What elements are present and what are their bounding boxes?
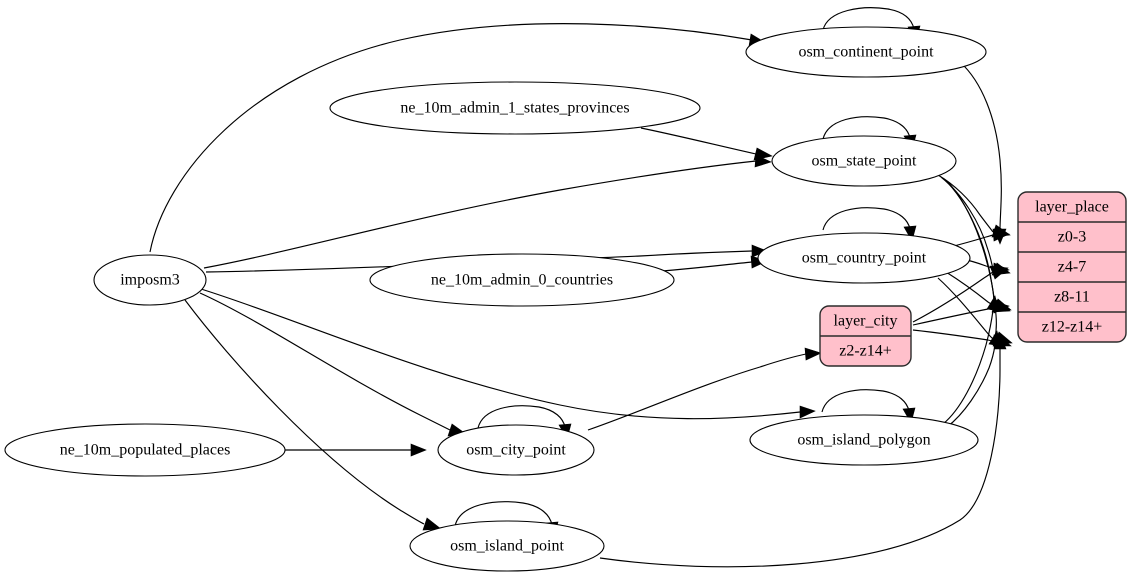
edge-imposm3-to-osm_continent_point bbox=[149, 23, 753, 253]
self-loop-osm_island_point bbox=[454, 501, 553, 527]
record-row-layer_city-0[interactable]: z2-z14+ bbox=[839, 343, 892, 360]
edge-layer_city-to-layer_place-z12-z14 bbox=[912, 329, 995, 342]
edge-layer bbox=[149, 7, 1013, 568]
edge-osm_island_point-to-layer_place-z12-z14 bbox=[599, 348, 1001, 568]
node-shape-ellipse[interactable] bbox=[749, 414, 979, 466]
edge-osm_country_point-to-layer_place-z0-3 bbox=[949, 234, 995, 248]
node-osm_city_point[interactable]: osm_city_point bbox=[437, 424, 595, 476]
record-row-layer_place-0[interactable]: z0-3 bbox=[1058, 229, 1086, 246]
arrowhead-icon bbox=[986, 295, 1000, 312]
self-loop-osm_island_polygon bbox=[821, 389, 910, 413]
node-label-ne-admin1: ne_10m_admin_1_states_provinces bbox=[400, 100, 629, 117]
node-label-osm-country-point: osm_country_point bbox=[802, 250, 927, 267]
edge-osm_state_point-to-layer_place-z0-3 bbox=[937, 174, 994, 233]
node-label-osm-island-point: osm_island_point bbox=[450, 538, 564, 555]
node-shape-ellipse[interactable] bbox=[329, 81, 701, 135]
node-shape-ellipse[interactable] bbox=[771, 135, 957, 187]
node-ne_10m_admin_1_states_provinces[interactable]: ne_10m_admin_1_states_provinces bbox=[329, 81, 701, 135]
record-layer_place[interactable]: layer_place z0-3 z4-7 z8-11 z12-z14+ bbox=[1017, 191, 1127, 343]
node-shape-ellipse[interactable] bbox=[4, 423, 286, 477]
node-shape-ellipse[interactable] bbox=[409, 520, 605, 572]
record-row-layer_place-1[interactable]: z4-7 bbox=[1058, 259, 1086, 276]
edge-layer_city-to-layer_place-z4-7 bbox=[912, 271, 994, 323]
node-osm_state_point[interactable]: osm_state_point bbox=[771, 135, 957, 187]
self-loop-osm_country_point bbox=[822, 207, 911, 231]
node-shape-ellipse[interactable] bbox=[93, 254, 207, 306]
arrowhead-icon bbox=[993, 333, 1007, 350]
node-label-osm-state-point: osm_state_point bbox=[812, 153, 917, 170]
node-osm_island_point[interactable]: osm_island_point bbox=[409, 520, 605, 572]
edge-osm_country_point-to-layer_place-z8-11 bbox=[945, 271, 995, 307]
node-shape-ellipse[interactable] bbox=[757, 232, 971, 284]
node-ne_10m_populated_places[interactable]: ne_10m_populated_places bbox=[4, 423, 286, 477]
record-shape-layer_place[interactable] bbox=[1017, 191, 1127, 343]
node-shape-ellipse[interactable] bbox=[369, 253, 675, 307]
node-layer: imposm3 ne_10m_admin_1_states_provinces … bbox=[4, 26, 987, 572]
arrowhead-icon bbox=[410, 443, 427, 457]
record-layer_city[interactable]: layer_city z2-z14+ bbox=[819, 305, 912, 367]
edge-ne_admin1-to-osm_state_point bbox=[640, 127, 757, 155]
node-label-osm-island-polygon: osm_island_polygon bbox=[797, 432, 930, 449]
record-header-layer_city: layer_city bbox=[834, 313, 898, 330]
node-imposm3[interactable]: imposm3 bbox=[93, 254, 207, 306]
edge-osm_island_polygon-to-layer_place-z8-11 bbox=[942, 309, 994, 425]
edge-imposm3-to-osm_city_point bbox=[199, 292, 451, 431]
arrowhead-icon bbox=[992, 228, 1010, 242]
edge-imposm3-to-osm_island_polygon bbox=[200, 288, 801, 420]
arrowhead-icon bbox=[989, 265, 1009, 280]
edge-imposm3-to-osm_state_point bbox=[203, 160, 757, 269]
node-shape-ellipse[interactable] bbox=[745, 26, 987, 78]
node-shape-ellipse[interactable] bbox=[437, 424, 595, 476]
node-label-ne-populated: ne_10m_populated_places bbox=[60, 442, 231, 459]
record-header-layer_place: layer_place bbox=[1035, 199, 1109, 216]
node-label-osm-continent-point: osm_continent_point bbox=[798, 44, 934, 61]
self-loop-osm_city_point bbox=[477, 405, 566, 429]
edge-imposm3-to-osm_island_point bbox=[184, 299, 425, 525]
node-ne_10m_admin_0_countries[interactable]: ne_10m_admin_0_countries bbox=[369, 253, 675, 307]
node-osm_island_polygon[interactable]: osm_island_polygon bbox=[749, 414, 979, 466]
record-layer: layer_city z2-z14+ layer_place z0-3 z4-7… bbox=[819, 191, 1127, 367]
node-label-ne-admin0: ne_10m_admin_0_countries bbox=[431, 272, 613, 289]
node-osm_continent_point[interactable]: osm_continent_point bbox=[745, 26, 987, 78]
node-label-osm-city-point: osm_city_point bbox=[466, 442, 566, 459]
record-row-layer_place-3[interactable]: z12-z14+ bbox=[1042, 319, 1103, 336]
edge-ne_admin0-to-osm_country_point bbox=[649, 261, 753, 273]
arrowhead-icon bbox=[422, 517, 442, 531]
arrowhead-icon bbox=[753, 147, 773, 161]
node-label-imposm3: imposm3 bbox=[120, 272, 180, 289]
edge-osm_city_point-to-layer_city bbox=[587, 353, 807, 431]
self-loop-osm_continent_point bbox=[822, 7, 915, 31]
self-loop-osm_state_point bbox=[822, 116, 911, 140]
record-row-layer_place-2[interactable]: z8-11 bbox=[1054, 289, 1090, 306]
edge-osm_continent_point-to-layer_place-z0-3 bbox=[959, 61, 1002, 231]
arrowhead-icon bbox=[804, 347, 822, 361]
node-osm_country_point[interactable]: osm_country_point bbox=[757, 232, 971, 284]
arrowhead-icon bbox=[799, 405, 816, 419]
edge-osm_island_polygon-to-layer_place-z12-z14 bbox=[946, 344, 996, 428]
